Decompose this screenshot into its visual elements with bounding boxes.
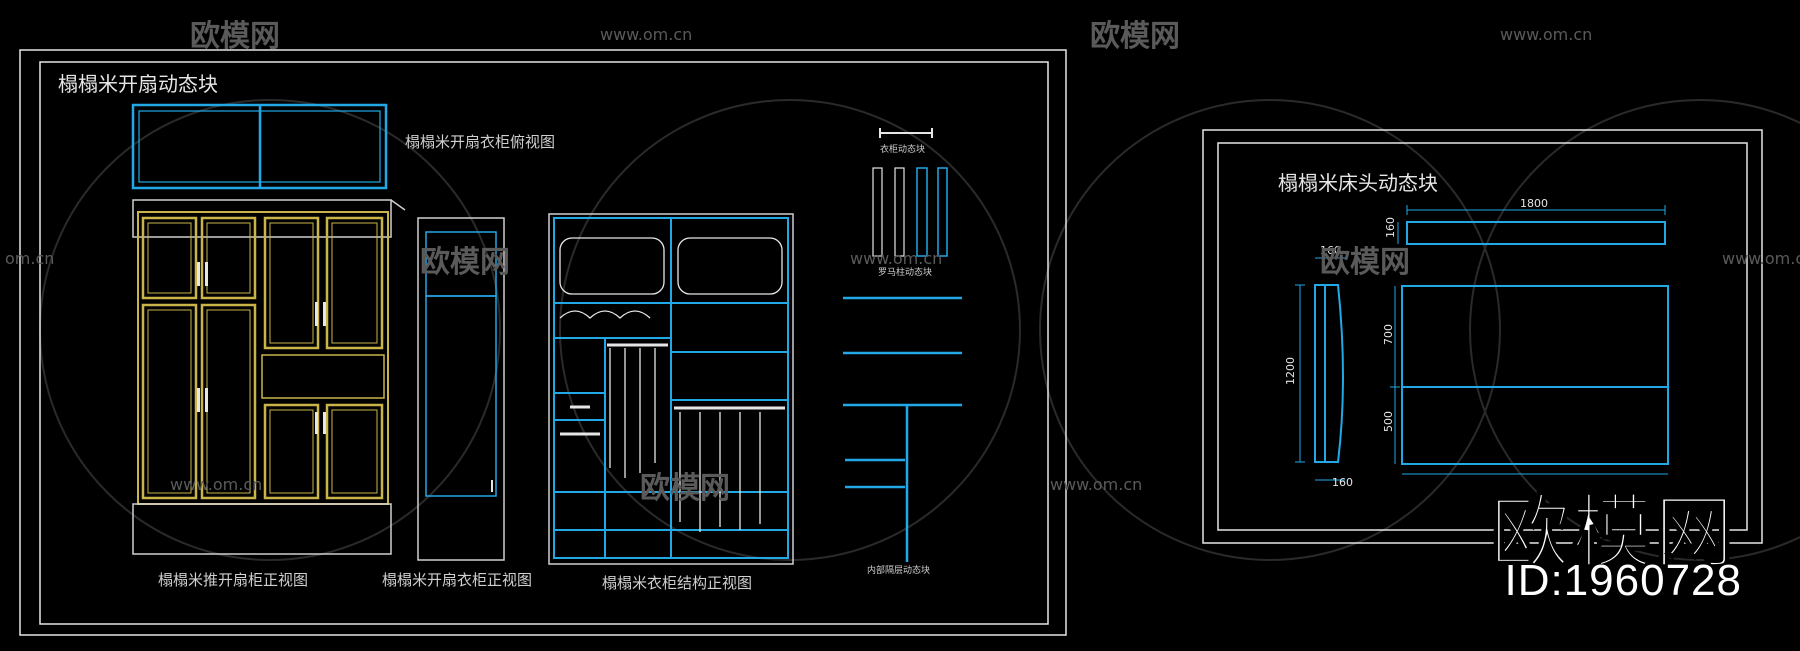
dim-700: 700 xyxy=(1382,324,1395,345)
watermark-brand-large: 欧模网 xyxy=(1489,485,1736,580)
bed-side-profile xyxy=(1295,257,1345,481)
wm-url-6: www.om.cn xyxy=(1050,475,1142,494)
dim-160-top: 160 xyxy=(1320,244,1341,257)
top-view-cabinet xyxy=(131,103,388,190)
dim-160-vertical: 160 xyxy=(1384,217,1397,238)
small-bottom-label: 内部隔层动态块 xyxy=(867,564,930,576)
small-mid-label: 罗马柱动态块 xyxy=(878,266,932,278)
wm-url-2: www.om.cn xyxy=(1500,25,1592,44)
dim-500: 500 xyxy=(1382,411,1395,432)
bed-front-view xyxy=(1390,285,1669,475)
watermark-arcs xyxy=(39,99,1800,561)
wm-url-1: www.om.cn xyxy=(600,25,692,44)
front-single-label: 榻榻米开扇衣柜正视图 xyxy=(382,571,532,589)
front-swing-cabinet xyxy=(132,199,406,555)
wm-brand-1: 欧模网 xyxy=(190,19,280,54)
small-components xyxy=(843,128,962,562)
wm-brand-2: 欧模网 xyxy=(1090,19,1180,54)
dim-160-bottom: 160 xyxy=(1332,476,1353,489)
left-frame xyxy=(19,49,1067,636)
wm-url-3: www.om.cn xyxy=(850,249,942,268)
main-block-title: 榻榻米开扇动态块 xyxy=(58,72,218,96)
structure-cabinet xyxy=(548,213,794,565)
structure-label: 榻榻米衣柜结构正视图 xyxy=(602,574,752,592)
wm-brand-5: 欧模网 xyxy=(640,471,730,506)
watermark-id: ID:1960728 xyxy=(1504,556,1742,605)
wm-brand-4: 欧模网 xyxy=(1320,245,1410,280)
small-top-label: 衣柜动态块 xyxy=(880,143,925,155)
wm-url-5: www.om.cn xyxy=(170,475,262,494)
front-swing-label: 榻榻米推开扇柜正视图 xyxy=(158,571,308,589)
wm-url-short-1: om.cn xyxy=(5,249,54,268)
front-single-cabinet xyxy=(417,217,505,561)
wm-brand-3: 欧模网 xyxy=(420,245,510,280)
dim-1200: 1200 xyxy=(1284,357,1297,385)
wm-url-4: www.om.cn xyxy=(1722,249,1800,268)
bed-block-title: 榻榻米床头动态块 xyxy=(1278,171,1438,195)
dim-1800: 1800 xyxy=(1520,197,1548,210)
right-frame xyxy=(1202,129,1763,544)
top-view-label: 榻榻米开扇衣柜俯视图 xyxy=(405,133,555,151)
bed-top-view xyxy=(1397,205,1666,245)
watermark-texts: 欧模网 www.om.cn 欧模网 www.om.cn om.cn 欧模网 ww… xyxy=(5,19,1800,506)
